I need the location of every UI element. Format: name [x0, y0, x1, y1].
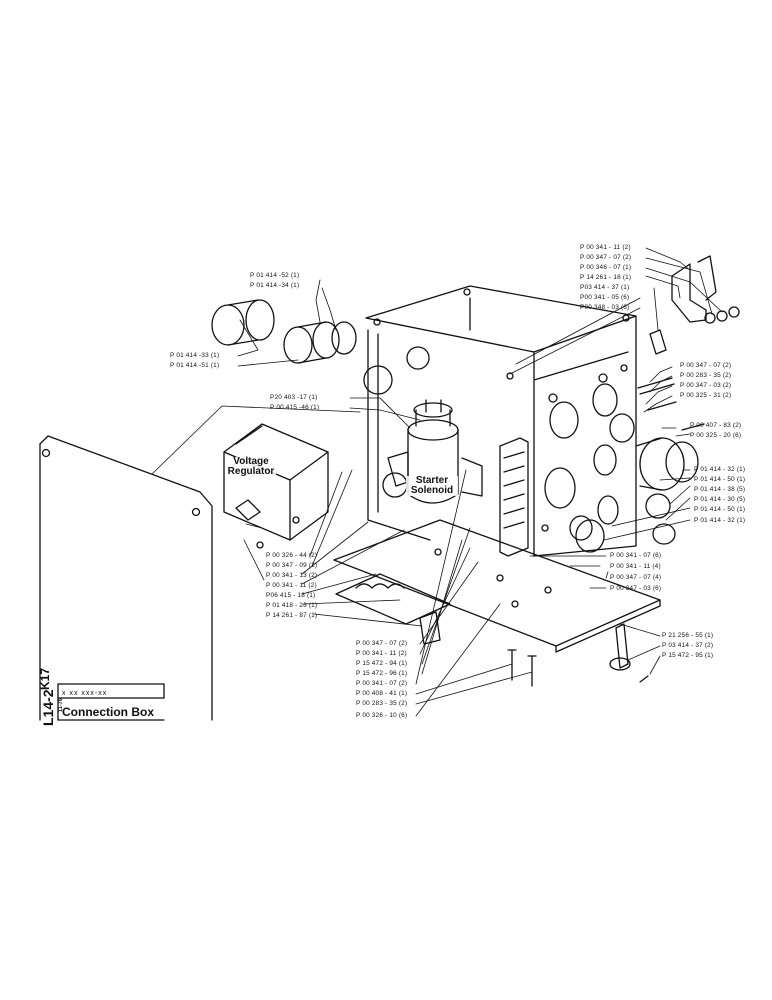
callout-label: P 01 414 -33 (1): [170, 352, 220, 359]
callout-label: P 01 414 -51 (1): [170, 362, 220, 369]
mounting-bracket: [649, 255, 740, 355]
cover-panel: [39, 435, 213, 721]
callout-label: P 01 414 - 32 (1): [694, 517, 746, 524]
part-number: x xx xxx-xx: [62, 690, 108, 697]
callout-label: P 00 415 -46 (1): [270, 404, 320, 411]
terminal-strip: [499, 437, 529, 557]
callout-label: P 01 414 -34 (1): [250, 282, 300, 289]
callout-label: P 21 256 - 55 (1): [662, 632, 714, 639]
page-title: Connection Box: [62, 705, 154, 719]
callout-label: P 00 325 - 20 (6): [690, 432, 742, 439]
callout-label: P 00 283 - 35 (2): [680, 372, 732, 379]
group-code: K17: [38, 667, 52, 690]
callout-label: P 00 341 - 07 (6): [610, 552, 662, 559]
callout-label: P 14 261 - 16 (1): [580, 274, 632, 281]
cable-clamp: [335, 573, 451, 645]
callout-label: P 00 347 - 07 (4): [610, 574, 662, 581]
callout-label: P 00 283 - 35 (2): [356, 700, 408, 707]
callout-label: P 00 347 - 09 (2): [266, 562, 318, 569]
callout-label: P 00 341 - 11 (2): [266, 582, 317, 589]
callout-label: P 00 347 - 03 (2): [680, 382, 732, 389]
callout-label: P 01 414 -52 (1): [250, 272, 300, 279]
callout-label: P 01 414 - 32 (1): [694, 466, 746, 473]
callout-label: P 00 346 - 07 (1): [580, 264, 632, 271]
callout-label: P 00 341 - 11 (2): [356, 650, 407, 657]
callout-label: P00 341 - 05 (6): [580, 294, 630, 301]
callout-label: P 14 261 - 87 (1): [266, 612, 318, 619]
callout-label: P 00 341 - 07 (2): [356, 680, 408, 687]
voltage-regulator: [223, 423, 329, 549]
callout-label: P 01 414 - 50 (1): [694, 506, 746, 513]
cable-glands-left: [211, 299, 357, 364]
starter-solenoid-label: Starter Solenoid: [406, 476, 458, 496]
callout-label: P 00 341 - 13 (2): [266, 572, 318, 579]
page-code: L14-2: [40, 689, 56, 726]
callout-label: P 00 341 - 11 (4): [610, 563, 661, 570]
callout-label: P03 414 - 37 (1): [580, 284, 630, 291]
callout-label: P 00 407 - 83 (2): [690, 422, 742, 429]
callout-label: P 01 414 - 38 (5): [694, 486, 746, 493]
callout-label: P00 348 - 03 (6): [580, 304, 630, 311]
callout-label: P 15 472 - 94 (1): [356, 660, 408, 667]
title-block-frame: [57, 683, 165, 721]
callout-label: P 00 341 - 11 (2): [580, 244, 631, 251]
callout-label: P 01 414 - 30 (5): [694, 496, 746, 503]
callout-label: P 00 326 - 44 (2): [266, 552, 318, 559]
callout-label: P 00 347 - 03 (6): [610, 585, 662, 592]
callout-label: P 15 472 - 96 (1): [356, 670, 408, 677]
callout-label: P 00 326 - 10 (6): [356, 712, 408, 719]
callout-label: P06 415 - 18 (1): [266, 592, 316, 599]
callout-label: P 03 414 - 37 (2): [662, 642, 714, 649]
box-body: [333, 285, 661, 653]
voltage-regulator-label: Voltage Regulator: [226, 456, 276, 477]
cable-glands-right: [575, 377, 705, 553]
callout-label: P 00 347 - 07 (2): [356, 640, 408, 647]
bolts: [507, 623, 649, 687]
callout-label: P 01 418 - 26 (1): [266, 602, 318, 609]
callout-label: P20 403 -17 (1): [270, 394, 318, 401]
callout-lines: [151, 247, 723, 717]
callout-label: P 00 325 - 31 (2): [680, 392, 732, 399]
callout-label: P 01 414 - 50 (1): [694, 476, 746, 483]
callout-label: P 00 408 - 41 (1): [356, 690, 408, 697]
callout-label: P 15 472 - 95 (1): [662, 652, 714, 659]
callout-label: P 00 347 - 07 (2): [680, 362, 732, 369]
callout-label: P 00 347 - 07 (2): [580, 254, 632, 261]
